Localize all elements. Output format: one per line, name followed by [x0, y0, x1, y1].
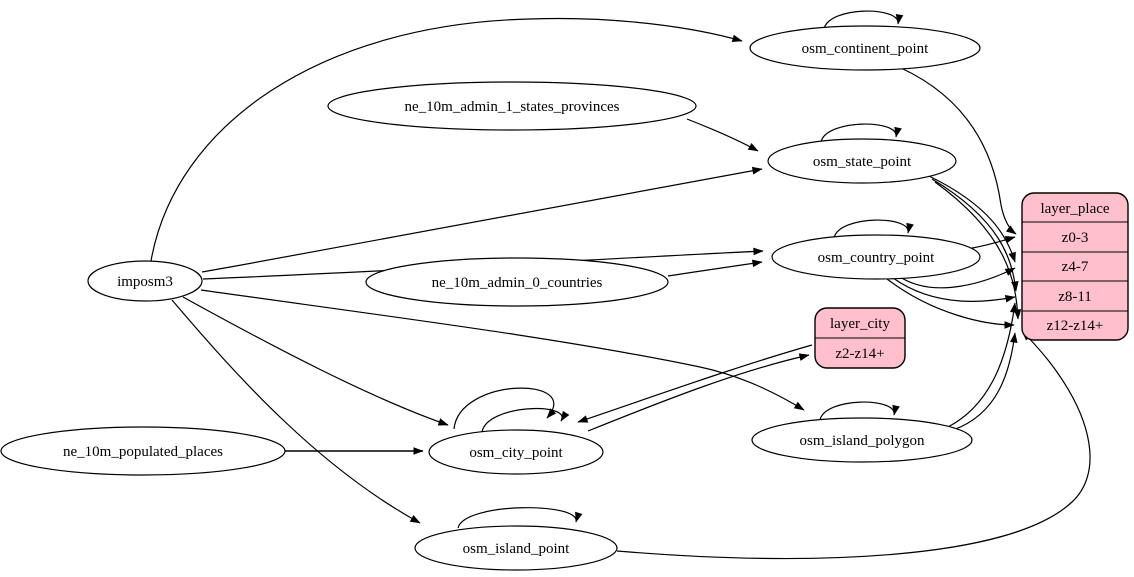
edge-osm_city_point-layer_city-z2-z14: [587, 353, 810, 432]
edge-osm_state_point-layer_place-z12-z14: [934, 181, 1022, 320]
osm_city_point-ellipse: [428, 429, 604, 475]
node-ne_10m_admin_1_states_provinces: ne_10m_admin_1_states_provinces: [327, 81, 697, 131]
osm_island_point-ellipse: [414, 525, 618, 571]
edge-osm_state_point-layer_place-z4-7: [928, 175, 1016, 263]
record-layer_place: layer_place z0-3 z4-7 z8-11 z12-z14+: [1021, 192, 1129, 341]
layer_place-row-z12-z14: z12-z14+: [1047, 318, 1104, 334]
edge-osm_country_point-layer_place-z12-z14: [886, 278, 1015, 329]
layer_place-title: layer_place: [1040, 201, 1109, 217]
ne_10m_populated_places-ellipse: [0, 426, 286, 476]
edge-layer_city-osm_city_point: [577, 344, 813, 423]
node-ne_10m_populated_places: ne_10m_populated_places: [0, 426, 286, 476]
record-layer_city: layer_city z2-z14+: [814, 307, 906, 369]
ne_10m_admin_0_countries-label: ne_10m_admin_0_countries: [432, 275, 603, 291]
edge-osm_state_point-layer_place-z8-11: [931, 178, 1019, 292]
edge-self-osm_city_point-inner: [481, 407, 570, 433]
edge-imposm3-osm_continent_point: [150, 17, 743, 262]
node-osm_continent_point: osm_continent_point: [749, 25, 981, 71]
edge-self-osm_island_point: [457, 507, 583, 529]
node-osm_country_point: osm_country_point: [771, 234, 981, 280]
node-osm_island_polygon: osm_island_polygon: [751, 417, 973, 463]
imposm3-label: imposm3: [117, 274, 173, 290]
layer_place-row-z0-3: z0-3: [1062, 230, 1089, 246]
osm_country_point-ellipse: [771, 234, 981, 280]
ne_10m_admin_1_states_provinces-ellipse: [327, 81, 697, 131]
edge-ne_10m_admin_1_states_provinces-osm_state_point: [686, 118, 759, 152]
node-imposm3: imposm3: [87, 260, 203, 302]
edge-self-osm_continent_point: [823, 10, 904, 30]
osm_continent_point-ellipse: [749, 25, 981, 71]
ne_10m_admin_0_countries-ellipse: [365, 257, 669, 307]
osm_city_point-label: osm_city_point: [469, 445, 563, 461]
edge-self-osm_city_point-outer: [453, 387, 557, 430]
edge-imposm3-osm_city_point: [182, 296, 449, 426]
osm_island_point-label: osm_island_point: [463, 541, 571, 557]
osm_continent_point-label: osm_continent_point: [802, 41, 929, 57]
osm_state_point-ellipse: [767, 138, 957, 184]
edge-imposm3-osm_island_polygon: [200, 289, 805, 411]
edge-layer: [150, 10, 1091, 559]
edge-imposm3-osm_state_point: [201, 166, 763, 273]
edge-osm_country_point-layer_place-z4-7: [899, 267, 1016, 289]
node-ne_10m_admin_0_countries: ne_10m_admin_0_countries: [365, 257, 669, 307]
edge-osm_island_polygon-layer_place-z8-11: [947, 302, 1018, 428]
layer_place-box: [1021, 192, 1129, 341]
node-osm_island_point: osm_island_point: [414, 525, 618, 571]
edge-osm_continent_point-layer_place-z0-3: [900, 67, 1017, 235]
edge-osm_country_point-layer_place-z8-11: [892, 277, 1016, 303]
ne_10m_populated_places-label: ne_10m_populated_places: [63, 444, 223, 460]
edge-self-osm_state_point: [820, 123, 902, 143]
edge-self-osm_country_point: [833, 219, 914, 239]
layer_place-row-z4-7: z4-7: [1062, 259, 1089, 275]
osm_state_point-label: osm_state_point: [813, 154, 912, 170]
edge-imposm3-osm_island_point: [171, 299, 421, 524]
edge-ne_10m_admin_0_countries-osm_country_point: [667, 259, 763, 277]
imposm3-ellipse: [87, 260, 203, 302]
edge-osm_island_polygon-layer_place-z12-z14: [952, 332, 1018, 431]
node-osm_city_point: osm_city_point: [428, 429, 604, 475]
edge-self-osm_island_polygon: [819, 401, 900, 421]
osm_island_polygon-label: osm_island_polygon: [799, 433, 925, 449]
osm_island_polygon-ellipse: [751, 417, 973, 463]
layer_city-title: layer_city: [830, 316, 890, 332]
osm_country_point-label: osm_country_point: [818, 250, 935, 266]
layer_place-row-z8-11: z8-11: [1058, 289, 1092, 305]
layer_city-row-z2-z14: z2-z14+: [835, 346, 884, 362]
node-osm_state_point: osm_state_point: [767, 138, 957, 184]
edge-osm_island_point-layer_place-z12-z14: [616, 330, 1091, 559]
ne_10m_admin_1_states_provinces-label: ne_10m_admin_1_states_provinces: [405, 99, 620, 115]
